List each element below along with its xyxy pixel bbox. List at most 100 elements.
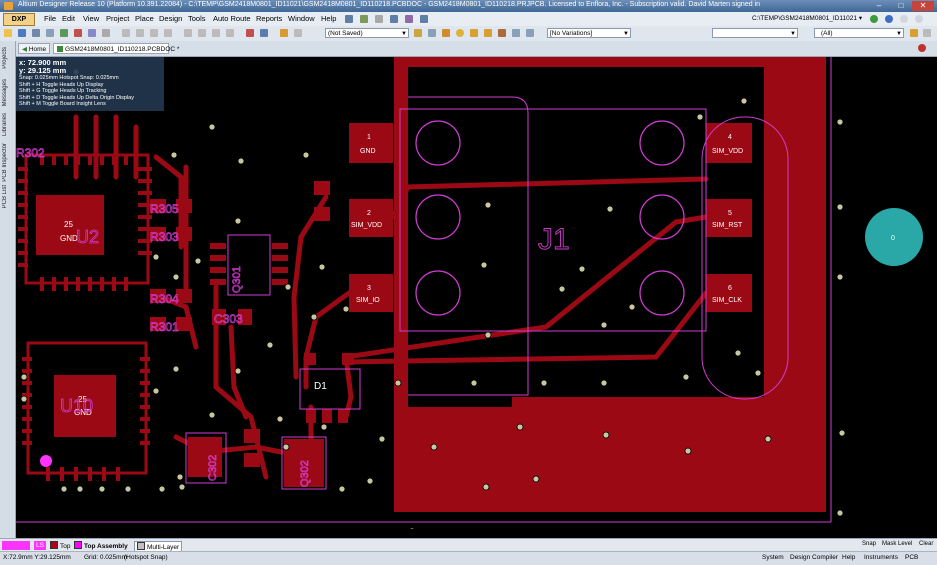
pad-1[interactable] — [349, 123, 393, 163]
d1-pad-e[interactable] — [338, 409, 348, 423]
c302-pad[interactable] — [188, 437, 222, 477]
tab-home[interactable]: ◀ Home — [18, 43, 50, 54]
q301-pad-5[interactable] — [272, 243, 288, 249]
scope-dropdown[interactable]: (All)▼ — [814, 28, 904, 38]
pcb-canvas[interactable]: 25 GND U2 25 GND U10 — [16, 57, 937, 529]
mask-level-button[interactable]: Mask Level — [882, 541, 913, 547]
place-arc-icon[interactable] — [470, 29, 478, 37]
r303-pad-b[interactable] — [176, 227, 192, 241]
r304-pad-b[interactable] — [176, 289, 192, 303]
menu-tools[interactable]: Tools — [188, 14, 206, 23]
layer-tab-top[interactable]: Top — [50, 541, 70, 550]
place-polygon-icon[interactable] — [498, 29, 506, 37]
panel-pin-icon[interactable] — [918, 44, 926, 52]
place-pad-icon[interactable] — [442, 29, 450, 37]
cut-icon[interactable] — [122, 29, 130, 37]
panel-tab-pcb-inspector[interactable]: PCB Inspector — [2, 143, 8, 182]
snap-button[interactable]: Snap — [862, 541, 877, 547]
menu-help[interactable]: Help — [321, 14, 337, 23]
redo-icon[interactable] — [260, 29, 268, 37]
r302-pad-b[interactable] — [244, 453, 260, 467]
menu-design[interactable]: Design — [159, 14, 183, 23]
deselect-icon[interactable] — [212, 29, 220, 37]
toolbar-align-icon[interactable] — [390, 15, 398, 23]
panel-tab-messages[interactable]: Messages — [2, 79, 8, 107]
u1-footprint[interactable]: 25 GND U2 — [18, 153, 152, 291]
maximize-button[interactable]: □ — [898, 1, 904, 10]
route-diff-pair-icon[interactable] — [428, 29, 436, 37]
zoom-selected-icon[interactable] — [74, 29, 82, 37]
pad-6[interactable] — [706, 274, 752, 312]
nav-forward-icon[interactable] — [870, 15, 878, 23]
clear-filter-icon[interactable] — [226, 29, 234, 37]
filter-options-icon[interactable] — [910, 29, 918, 37]
q302-pad[interactable] — [284, 439, 324, 487]
cross-probe-icon[interactable] — [280, 29, 288, 37]
select-area-icon[interactable] — [184, 29, 192, 37]
place-fill-icon[interactable] — [484, 29, 492, 37]
place-component-icon[interactable] — [526, 29, 534, 37]
d1-pad-c[interactable] — [306, 409, 316, 423]
dxp-menu[interactable]: DXP — [3, 13, 35, 26]
query-icon[interactable] — [294, 29, 302, 37]
r302-pad-a[interactable] — [244, 429, 260, 443]
pad-5[interactable] — [706, 199, 752, 237]
c303-pad-b[interactable] — [238, 309, 252, 325]
status-system[interactable]: System — [762, 554, 784, 561]
status-design-compiler[interactable]: Design Compiler — [790, 554, 839, 561]
toolbar-place-icon[interactable] — [360, 15, 368, 23]
toolbar-route-icon[interactable] — [345, 15, 353, 23]
variations-dropdown[interactable]: [No Variations]▼ — [547, 28, 631, 38]
status-pcb[interactable]: PCB — [905, 554, 919, 561]
layer-tab-top-assembly[interactable]: Top Assembly — [74, 541, 128, 550]
q301-pad-6[interactable] — [272, 255, 288, 261]
component-icon[interactable] — [102, 29, 110, 37]
menu-view[interactable]: View — [83, 14, 100, 23]
close-button[interactable]: ✕ — [912, 1, 934, 11]
pad-4[interactable] — [706, 123, 752, 163]
r301-pad-b[interactable] — [176, 317, 192, 331]
place-string-icon[interactable] — [512, 29, 520, 37]
q301-pad-2[interactable] — [210, 255, 226, 261]
c-top-pad-b[interactable] — [314, 207, 330, 221]
d1-pad-b[interactable] — [342, 353, 354, 365]
r305-pad-a[interactable] — [150, 199, 166, 213]
pad-2[interactable] — [349, 199, 393, 237]
d1-pad-d[interactable] — [322, 409, 332, 423]
q301-pad-3[interactable] — [210, 267, 226, 273]
browse-icon[interactable] — [88, 29, 96, 37]
panel-tab-pcb-list[interactable]: PCB List — [2, 185, 8, 209]
u2-footprint[interactable]: 25 GND U10 — [22, 341, 150, 481]
toolbar-grid-icon[interactable] — [375, 15, 383, 23]
menu-reports[interactable]: Reports — [256, 14, 283, 23]
nav-home-icon[interactable] — [885, 15, 893, 23]
zoom-fit-icon[interactable] — [60, 29, 68, 37]
paste-icon[interactable] — [150, 29, 158, 37]
q301-pad-7[interactable] — [272, 267, 288, 273]
r303-pad-a[interactable] — [150, 227, 166, 241]
active-layer-swatch[interactable] — [2, 541, 30, 550]
move-icon[interactable] — [198, 29, 206, 37]
status-instruments[interactable]: Instruments — [864, 554, 898, 561]
zoom-icon[interactable] — [46, 29, 54, 37]
c303-pad-a[interactable] — [212, 309, 226, 325]
filter-dropdown[interactable]: ▼ — [712, 28, 798, 38]
panel-tab-projects[interactable]: Projects — [2, 47, 8, 69]
q301-pad-1[interactable] — [210, 243, 226, 249]
help-icon[interactable] — [915, 15, 923, 23]
d1-pad-a[interactable] — [304, 353, 316, 365]
open-folder-icon[interactable] — [4, 29, 12, 37]
toolbar-more-icon[interactable] — [923, 29, 931, 37]
q301-pad-8[interactable] — [272, 279, 288, 285]
layer-tab-ls[interactable]: LS — [34, 541, 46, 550]
status-help[interactable]: Help — [842, 554, 856, 561]
menu-file[interactable]: File — [44, 14, 57, 23]
panel-tab-libraries[interactable]: Libraries — [2, 113, 8, 137]
toolbar-layout-icon[interactable] — [420, 15, 428, 23]
r305-pad-b[interactable] — [176, 199, 192, 213]
save-state-dropdown[interactable]: (Not Saved)▼ — [325, 28, 409, 38]
r301-pad-a[interactable] — [150, 317, 166, 331]
pad-3[interactable] — [349, 274, 393, 312]
print-icon[interactable] — [32, 29, 40, 37]
mounting-hole[interactable] — [865, 208, 923, 266]
